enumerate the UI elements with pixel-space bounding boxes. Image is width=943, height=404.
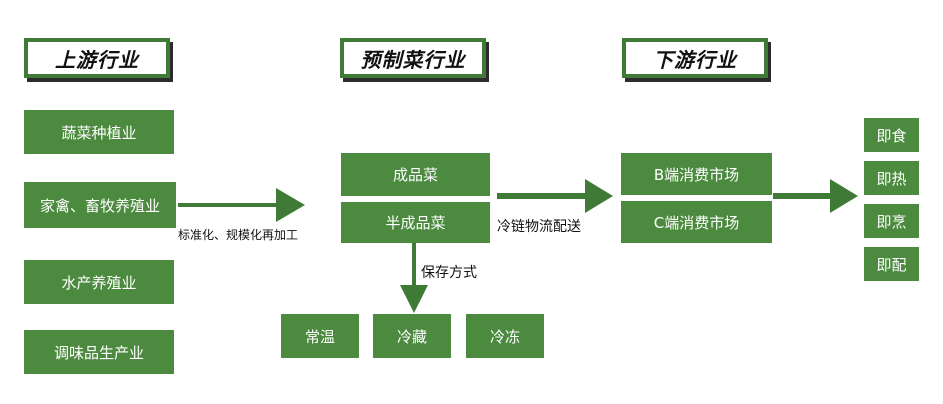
consumption-item-label: 即食 (876, 126, 907, 145)
process-label: 标准化、规模化再加工 (178, 228, 299, 242)
header-downstream-text: 下游行业 (653, 47, 737, 72)
arrow-upstream-to-prepared (178, 188, 305, 222)
prepared-finished-dish: 成品菜 (341, 153, 490, 196)
market-c-end: C端消费市场 (621, 201, 772, 243)
header-upstream-text: 上游行业 (55, 47, 139, 72)
arrow-to-storage (400, 242, 428, 313)
header-prepared-text: 预制菜行业 (360, 47, 466, 72)
prepared-item-label: 半成品菜 (385, 214, 446, 232)
arrow-prepared-to-markets (497, 179, 613, 213)
header-prepared-food: 预制菜行业 (340, 38, 486, 78)
consumption-item-label: 即配 (876, 255, 907, 274)
market-item-label: C端消费市场 (653, 213, 740, 232)
storage-frozen: 冷冻 (466, 314, 544, 358)
arrow-markets-to-consumption (773, 179, 858, 213)
market-b-end: B端消费市场 (621, 153, 772, 195)
storage-item-label: 冷冻 (489, 327, 520, 346)
market-item-label: B端消费市场 (653, 165, 740, 184)
upstream-item-label: 调味品生产业 (53, 343, 144, 362)
upstream-item-label: 家禽、畜牧养殖业 (39, 196, 160, 215)
storage-room-temperature: 常温 (281, 314, 359, 358)
upstream-poultry-livestock: 家禽、畜牧养殖业 (24, 182, 176, 228)
header-upstream: 上游行业 (24, 38, 170, 78)
upstream-item-label: 水产养殖业 (61, 273, 137, 292)
storage-item-label: 常温 (304, 327, 335, 346)
upstream-seasoning-production: 调味品生产业 (24, 330, 174, 374)
upstream-vegetable-planting: 蔬菜种植业 (24, 110, 174, 154)
header-downstream: 下游行业 (622, 38, 768, 78)
prepared-item-label: 成品菜 (392, 166, 438, 184)
distribution-label: 冷链物流配送 (497, 219, 581, 235)
consumption-ready-to-assemble: 即配 (864, 247, 919, 281)
consumption-ready-to-heat: 即热 (864, 161, 919, 195)
prepared-semi-finished-dish: 半成品菜 (341, 202, 490, 243)
consumption-ready-to-cook: 即烹 (864, 204, 919, 238)
storage-label: 保存方式 (421, 265, 477, 281)
consumption-item-label: 即热 (876, 169, 907, 188)
storage-refrigerated: 冷藏 (373, 314, 451, 358)
storage-item-label: 冷藏 (396, 327, 427, 346)
consumption-item-label: 即烹 (876, 212, 907, 231)
consumption-ready-to-eat: 即食 (864, 118, 919, 152)
upstream-aquaculture: 水产养殖业 (24, 260, 174, 304)
upstream-item-label: 蔬菜种植业 (61, 123, 137, 142)
